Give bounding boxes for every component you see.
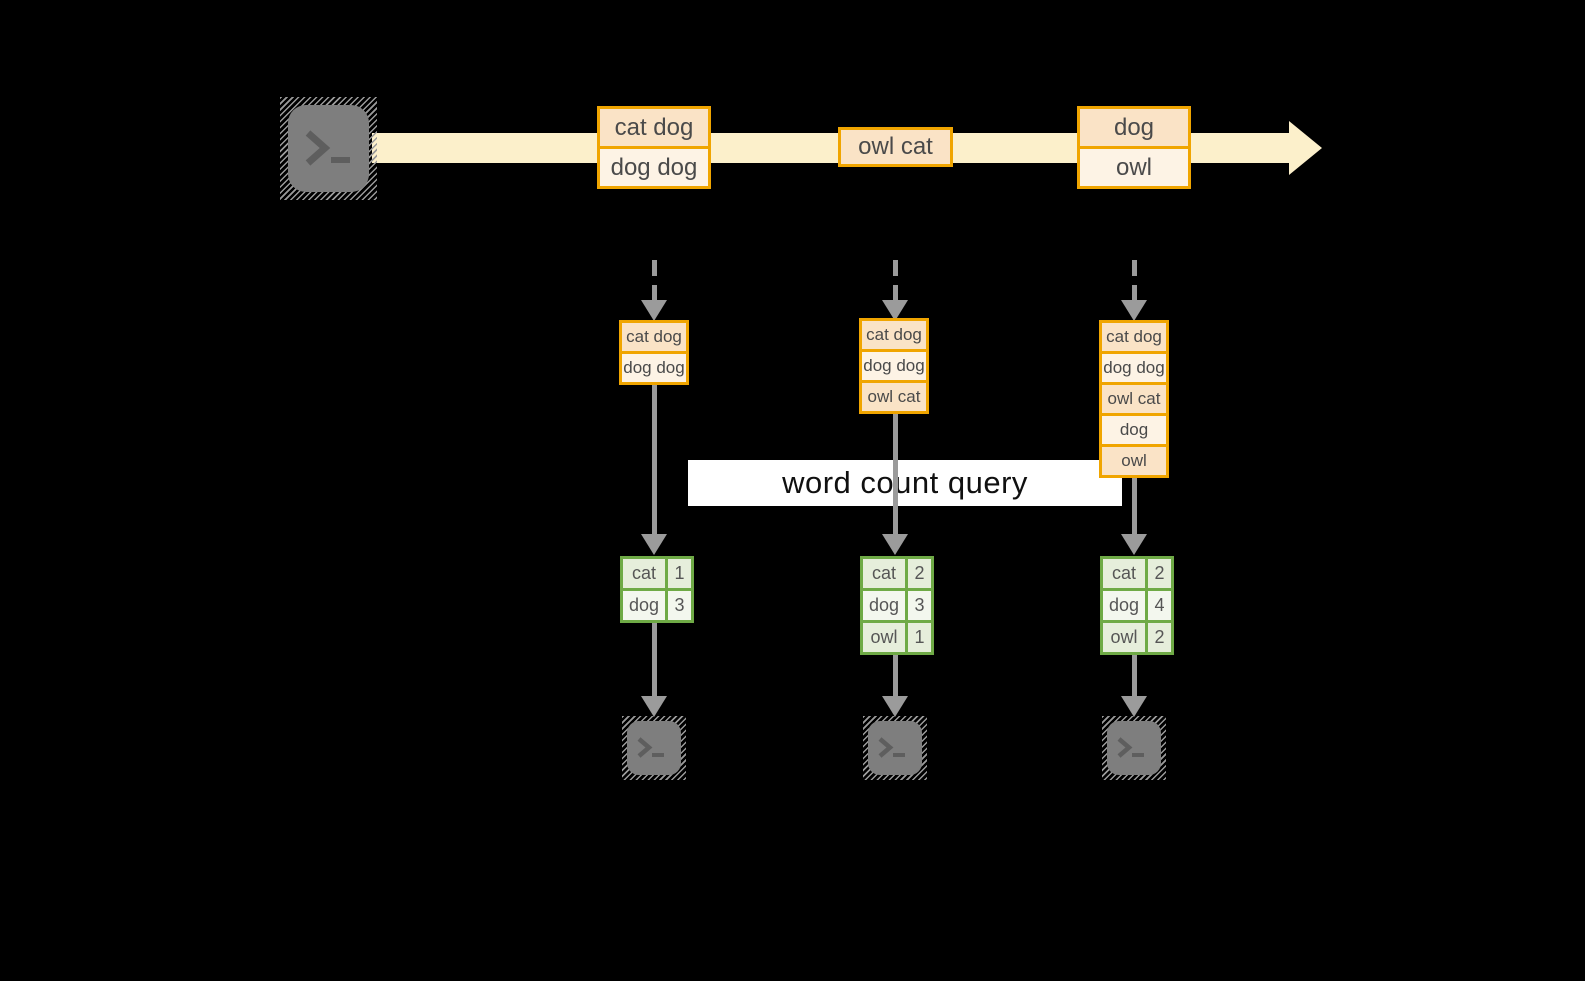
word-cell: dog bbox=[863, 591, 905, 620]
count-cell: 2 bbox=[908, 559, 931, 588]
query-arrow-line bbox=[1132, 478, 1137, 534]
stack-item: dog dog bbox=[1102, 354, 1166, 382]
stack-item: dog bbox=[1102, 416, 1166, 444]
count-cell: 4 bbox=[1148, 591, 1171, 620]
query-arrow-line bbox=[652, 385, 657, 534]
count-cell: 2 bbox=[1148, 559, 1171, 588]
dashed-arrow-line bbox=[1132, 260, 1137, 302]
query-arrow-line bbox=[893, 414, 898, 534]
table-row: dog 4 bbox=[1103, 591, 1171, 620]
sink-terminal-2 bbox=[863, 716, 927, 780]
source-terminal bbox=[280, 97, 377, 200]
arrow-down-icon bbox=[641, 534, 667, 555]
word-cell: dog bbox=[623, 591, 665, 620]
terminal-icon bbox=[288, 105, 369, 192]
table-row: owl 1 bbox=[863, 623, 931, 652]
stack-item: dog dog bbox=[862, 352, 926, 380]
dashed-arrow-line bbox=[652, 260, 657, 302]
sink-terminal-3 bbox=[1102, 716, 1166, 780]
query-banner: word count query bbox=[688, 460, 1122, 506]
accumulated-stack-1: cat dog dog dog bbox=[619, 320, 689, 385]
count-cell: 2 bbox=[1148, 623, 1171, 652]
stack-item: cat dog bbox=[1102, 323, 1166, 351]
arrow-down-icon bbox=[882, 696, 908, 717]
stream-batch-3: dog owl bbox=[1077, 106, 1191, 189]
arrow-down-icon bbox=[641, 696, 667, 717]
count-table-3: cat 2 dog 4 owl 2 bbox=[1100, 556, 1174, 655]
word-cell: dog bbox=[1103, 591, 1145, 620]
word-cell: cat bbox=[623, 559, 665, 588]
output-arrow-line bbox=[893, 655, 898, 696]
table-row: dog 3 bbox=[623, 591, 691, 620]
output-arrow-line bbox=[652, 623, 657, 696]
batch-item: owl cat bbox=[841, 130, 950, 164]
count-table-1: cat 1 dog 3 bbox=[620, 556, 694, 623]
word-cell: cat bbox=[1103, 559, 1145, 588]
batch-item: dog dog bbox=[600, 149, 708, 186]
word-cell: cat bbox=[863, 559, 905, 588]
terminal-prompt-icon bbox=[1117, 737, 1144, 758]
terminal-icon bbox=[868, 721, 922, 775]
terminal-icon bbox=[627, 721, 681, 775]
stack-item: cat dog bbox=[862, 321, 926, 349]
dashed-arrow-line bbox=[893, 260, 898, 302]
batch-item: owl bbox=[1080, 149, 1188, 186]
count-cell: 1 bbox=[908, 623, 931, 652]
stream-batch-1: cat dog dog dog bbox=[597, 106, 711, 189]
stream-arrowhead-icon bbox=[1289, 121, 1322, 175]
table-row: dog 3 bbox=[863, 591, 931, 620]
word-cell: owl bbox=[863, 623, 905, 652]
stack-item: owl cat bbox=[862, 383, 926, 411]
terminal-prompt-icon bbox=[637, 737, 664, 758]
accumulated-stack-2: cat dog dog dog owl cat bbox=[859, 318, 929, 414]
arrow-down-icon bbox=[882, 300, 908, 321]
arrow-down-icon bbox=[1121, 696, 1147, 717]
output-arrow-line bbox=[1132, 655, 1137, 696]
count-cell: 1 bbox=[668, 559, 691, 588]
count-cell: 3 bbox=[668, 591, 691, 620]
stream-batch-2: owl cat bbox=[838, 127, 953, 167]
batch-item: dog bbox=[1080, 109, 1188, 146]
table-row: cat 2 bbox=[1103, 559, 1171, 588]
sink-terminal-1 bbox=[622, 716, 686, 780]
table-row: owl 2 bbox=[1103, 623, 1171, 652]
terminal-icon bbox=[1107, 721, 1161, 775]
arrow-down-icon bbox=[882, 534, 908, 555]
stack-item: dog dog bbox=[622, 354, 686, 382]
arrow-down-icon bbox=[1121, 534, 1147, 555]
terminal-prompt-icon bbox=[305, 130, 350, 166]
table-row: cat 1 bbox=[623, 559, 691, 588]
stack-item: cat dog bbox=[622, 323, 686, 351]
stack-item: owl bbox=[1102, 447, 1166, 475]
word-cell: owl bbox=[1103, 623, 1145, 652]
arrow-down-icon bbox=[641, 300, 667, 321]
count-table-2: cat 2 dog 3 owl 1 bbox=[860, 556, 934, 655]
arrow-down-icon bbox=[1121, 300, 1147, 321]
table-row: cat 2 bbox=[863, 559, 931, 588]
batch-item: cat dog bbox=[600, 109, 708, 146]
stack-item: owl cat bbox=[1102, 385, 1166, 413]
count-cell: 3 bbox=[908, 591, 931, 620]
query-label: word count query bbox=[782, 465, 1028, 500]
accumulated-stack-3: cat dog dog dog owl cat dog owl bbox=[1099, 320, 1169, 478]
terminal-prompt-icon bbox=[878, 737, 905, 758]
